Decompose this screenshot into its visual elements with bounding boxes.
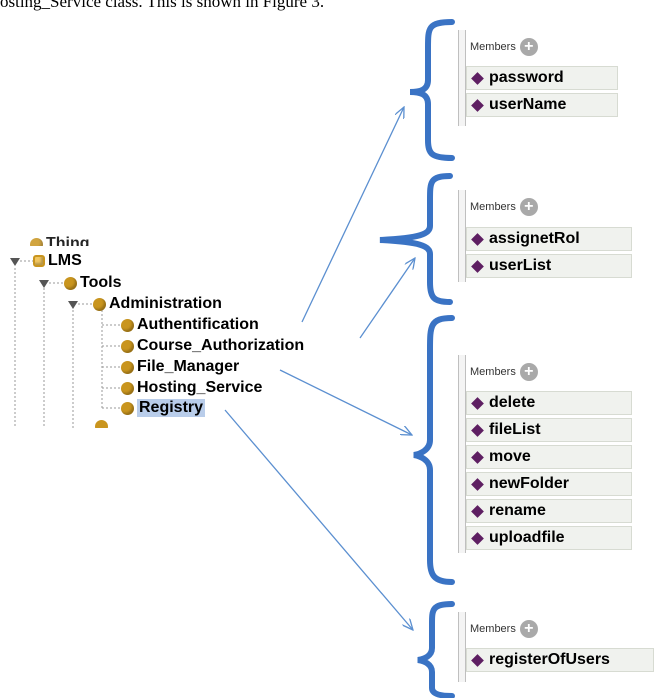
- member-item[interactable]: uploadfile: [466, 526, 632, 550]
- diamond-icon: [471, 653, 484, 667]
- diamond-icon: [471, 450, 484, 464]
- members-header: Members +: [470, 38, 538, 56]
- tree-node-hosting-service[interactable]: Hosting_Service: [121, 378, 262, 398]
- diamond-icon: [471, 396, 484, 410]
- member-item[interactable]: userName: [466, 93, 618, 117]
- brace-1: [409, 19, 455, 161]
- member-item[interactable]: rename: [466, 499, 632, 523]
- tree-node-registry[interactable]: Registry: [121, 398, 206, 418]
- tree-node-tools[interactable]: Tools: [64, 273, 121, 293]
- class-circle-icon: [121, 381, 134, 395]
- member-item[interactable]: move: [466, 445, 632, 469]
- caption-text: osting_Service class. This is shown in F…: [0, 0, 325, 11]
- class-tree: Thing LMS Tools Administration Authentif…: [0, 0, 304, 430]
- plus-icon[interactable]: +: [519, 620, 538, 638]
- members-panel-registry: Members + registerOfUsers: [458, 612, 656, 682]
- members-header: Members +: [470, 620, 538, 638]
- panel-rail: [458, 355, 466, 553]
- members-panel-course-authorization: Members + assignetRol userList: [458, 190, 634, 282]
- plus-icon[interactable]: +: [519, 38, 538, 56]
- members-panel-file-manager: Members + delete fileList move newFolder…: [458, 355, 634, 553]
- diamond-icon: [471, 232, 484, 246]
- tree-node-lms[interactable]: LMS: [33, 251, 82, 271]
- diamond-icon: [471, 259, 484, 273]
- diamond-icon: [471, 71, 484, 85]
- class-circle-icon: [33, 255, 45, 267]
- members-header: Members +: [470, 198, 538, 216]
- plus-icon[interactable]: +: [519, 198, 538, 216]
- tree-node-authentification[interactable]: Authentification: [121, 315, 259, 335]
- arrows: [224, 107, 415, 630]
- diamond-icon: [471, 504, 484, 518]
- member-item[interactable]: password: [466, 66, 618, 90]
- brace-2: [379, 173, 453, 305]
- members-panel-authentification: Members + password userName: [458, 30, 626, 126]
- member-item[interactable]: delete: [466, 391, 632, 415]
- arrow-file-manager: [279, 369, 412, 435]
- class-circle-icon: [121, 360, 134, 374]
- triangle-down-icon[interactable]: [10, 258, 20, 266]
- class-circle-icon: [121, 339, 134, 353]
- class-circle-icon: [93, 297, 106, 311]
- panel-rail: [458, 30, 466, 126]
- arrow-authentification: [301, 107, 404, 323]
- panel-rail: [458, 190, 466, 282]
- member-item[interactable]: assignetRol: [466, 227, 632, 251]
- class-circle-icon: [121, 318, 134, 332]
- class-circle-icon: [30, 237, 43, 246]
- triangle-down-icon[interactable]: [68, 301, 78, 309]
- braces: [379, 19, 455, 698]
- arrow-registry: [224, 409, 413, 630]
- panel-rail: [458, 612, 466, 682]
- brace-3: [413, 315, 455, 585]
- arrow-course-authorization: [359, 258, 415, 339]
- diamond-icon: [471, 477, 484, 491]
- class-circle-icon: [121, 401, 134, 415]
- tree-node-course-authorization[interactable]: Course_Authorization: [121, 336, 304, 356]
- member-item[interactable]: newFolder: [466, 472, 632, 496]
- member-item[interactable]: userList: [466, 254, 632, 278]
- tree-node-file-manager[interactable]: File_Manager: [121, 357, 239, 377]
- diamond-icon: [471, 98, 484, 112]
- tree-node-thing[interactable]: Thing: [30, 232, 90, 246]
- class-circle-icon: [64, 276, 77, 290]
- tree-node-partial: [95, 420, 109, 428]
- triangle-down-icon[interactable]: [39, 280, 49, 288]
- diamond-icon: [471, 423, 484, 437]
- member-item[interactable]: registerOfUsers: [466, 648, 654, 672]
- members-header: Members +: [470, 363, 538, 381]
- member-item[interactable]: fileList: [466, 418, 632, 442]
- tree-guides: [14, 260, 120, 428]
- tree-node-administration[interactable]: Administration: [93, 294, 222, 314]
- diamond-icon: [471, 531, 484, 545]
- brace-4: [417, 601, 455, 698]
- plus-icon[interactable]: +: [519, 363, 538, 381]
